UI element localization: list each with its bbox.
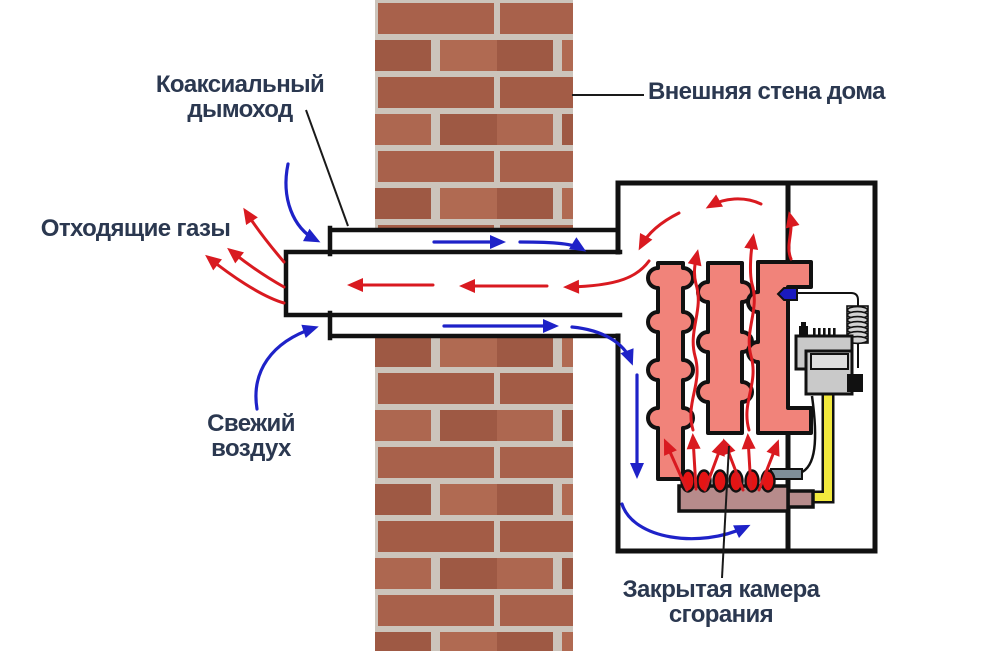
label-combustion-chamber-line2: сгорания — [668, 601, 774, 628]
igniter-electrode — [770, 468, 803, 480]
label-exhaust-gases: Отходящие газы — [40, 215, 231, 242]
label-outer-wall: Внешняя стена дома — [648, 78, 885, 105]
label-coaxial-flue: Коаксиальный дымоход — [115, 72, 365, 122]
leader-combustion-chamber — [721, 445, 730, 579]
valve-face-plate — [810, 353, 849, 370]
label-combustion-chamber-line1: Закрытая камера — [622, 576, 820, 603]
valve-knob — [801, 322, 806, 327]
label-combustion-chamber: Закрытая камера сгорания — [571, 577, 871, 627]
label-fresh-air-line1: Свежий — [207, 410, 295, 437]
label-coaxial-flue-line1: Коаксиальный — [155, 71, 325, 98]
exhaust-gas-arrows — [205, 194, 800, 492]
burner-step — [786, 489, 815, 509]
valve-connector-fins — [813, 328, 836, 337]
exchanger-fin-middle — [696, 261, 754, 435]
ignition-wire — [799, 395, 817, 475]
fresh-air-arrows — [254, 162, 751, 541]
gas-pipe — [812, 393, 835, 504]
leader-coaxial-flue — [305, 109, 349, 227]
valve-terminal-box — [847, 374, 863, 392]
temperature-sensor — [776, 287, 798, 301]
label-fresh-air-line2: воздух — [211, 435, 291, 462]
label-coaxial-flue-line2: дымоход — [187, 96, 293, 123]
boiler-box-frame — [615, 180, 878, 554]
inner-pipe-outline — [283, 249, 623, 318]
heat-exchanger — [646, 260, 813, 481]
label-fresh-air: Свежий воздух — [171, 411, 331, 461]
valve-knob-base — [799, 326, 808, 337]
temperature-sensor-assembly — [776, 287, 869, 368]
sensor-coil — [846, 305, 869, 345]
outer-pipe-outline — [327, 225, 619, 341]
gas-valve — [794, 322, 863, 396]
sensor-capillary-wire — [797, 292, 859, 368]
exchanger-fin-right — [746, 260, 813, 435]
